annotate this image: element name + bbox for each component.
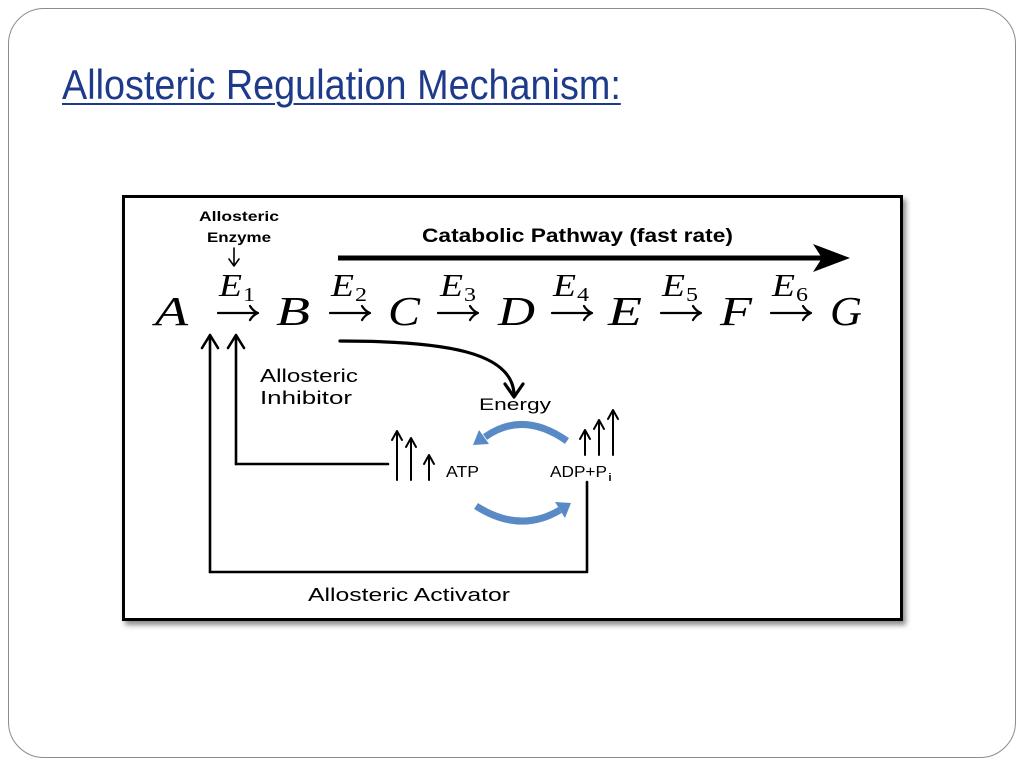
reaction-arrow-2 [328,304,372,322]
metabolite-f: F [719,288,753,334]
activator-arrow [200,333,220,574]
reaction-arrow-5 [659,304,703,322]
atp-adp-cycle [473,421,571,525]
enzyme-label-line1: Allosteric [199,208,279,224]
enzyme-2-symbol: E [330,267,355,303]
activator-label: Allosteric Activator [308,585,510,605]
enzyme-5-symbol: E [661,267,686,303]
enzyme-labels: E 1 E 2 E 3 E 4 E 5 E 6 [218,267,808,306]
metabolite-a: A [151,288,189,334]
pathway-arrowhead [813,244,850,272]
energy-release-arrow [338,339,516,396]
enzyme-label-line2: Enzyme [207,229,271,245]
cycle-arc-lower [474,503,562,525]
enzyme-1-symbol: E [218,267,243,303]
reaction-arrow-6 [769,304,813,322]
inhibitor-label: Allosteric Inhibitor [260,366,358,408]
pathway-label: Catabolic Pathway (fast rate) [422,226,733,247]
adp-increase-icon [579,409,619,456]
metabolite-e: E [607,288,642,334]
metabolite-g: G [830,288,862,334]
enzyme-5-index: 5 [686,284,698,306]
enzyme-3-symbol: E [439,267,464,303]
reaction-arrow-4 [550,304,594,322]
enzyme-6-symbol: E [771,267,796,303]
cycle-arrowhead-upper [473,430,489,445]
up-arrow-icon [593,419,605,456]
up-arrow-icon [405,437,417,481]
inhibitor-arrow [226,333,246,466]
enzyme-pointer-arrow [228,247,240,267]
cycle-arc-upper [482,421,570,444]
metabolite-row: A B C D E F G [151,288,862,334]
enzyme-6-index: 6 [796,284,808,306]
atp-label: ATP [446,464,479,481]
inhibitor-label-line2: Inhibitor [260,388,352,408]
up-arrow-icon [579,429,591,456]
energy-label: Energy [479,395,552,414]
enzyme-2-index: 2 [355,284,367,306]
slide-title: Allosteric Regulation Mechanism: [62,61,621,108]
metabolite-d: D [497,288,535,334]
diagram-frame [122,195,903,621]
reaction-arrow-3 [436,304,480,322]
up-arrow-icon [423,454,435,481]
inhibitor-label-line1: Allosteric [260,366,358,386]
pathway-direction-arrow [338,244,850,272]
enzyme-4-index: 4 [577,284,589,306]
cycle-arrowhead-lower [555,502,571,518]
adp-label: ADP+P [550,464,607,481]
atp-increase-icon [391,430,435,481]
metabolite-c: C [388,288,421,334]
up-arrow-icon [391,430,403,481]
enzyme-label: Allosteric Enzyme [199,208,279,245]
activator-feedback-line [208,480,589,574]
energy-release-arrowhead [503,382,525,399]
reaction-arrow-1 [216,304,260,322]
enzyme-1-index: 1 [243,284,255,306]
metabolite-b: B [276,288,310,334]
enzyme-4-symbol: E [552,267,577,303]
adp-label-subscript: i [608,472,612,484]
reaction-arrows [216,304,813,322]
up-arrow-icon [607,409,619,456]
enzyme-3-index: 3 [464,284,476,306]
